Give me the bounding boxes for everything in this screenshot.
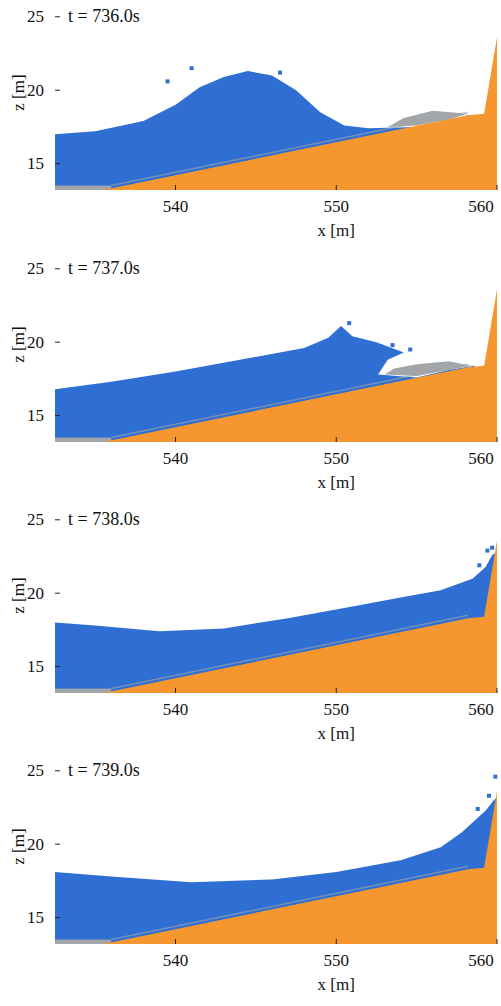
tick-label: 560 [468,450,494,467]
tick-mark [55,415,60,416]
spray-droplet [408,348,412,352]
tick-label: 550 [324,952,350,969]
tick-label: 20 [27,836,44,853]
spray-droplet [493,775,497,779]
tick-label: 550 [324,450,350,467]
tick-mark [55,593,60,594]
tick-label: 20 [27,585,44,602]
tick-mark [175,939,176,944]
tick-label: 25 [27,762,44,779]
snapshot-panel [55,520,497,693]
snapshot-panel [55,771,497,944]
axis-title: z [m] [10,577,27,613]
tick-mark [55,519,60,520]
spray-droplet [190,66,194,70]
axis-title: x [m] [318,222,355,239]
tick-mark [55,16,60,17]
tick-mark [336,939,337,944]
tick-mark [55,342,60,343]
air-layer [55,186,111,190]
interface-layer [111,615,468,688]
tick-mark [55,268,60,269]
tick-mark [55,666,60,667]
tick-label: 20 [27,334,44,351]
tick-mark [55,844,60,845]
tick-mark [175,185,176,190]
spray-droplet [487,794,491,798]
tick-mark [55,917,60,918]
tick-label: 540 [163,450,189,467]
time-label: t = 736.0s [68,7,140,25]
time-label: t = 737.0s [68,259,140,277]
axis-title: z [m] [10,326,27,362]
interface-layer [111,364,468,437]
tick-label: 15 [27,155,44,172]
tick-mark [175,437,176,442]
seabed-slope [103,37,497,190]
axis-title: x [m] [318,474,355,491]
tick-mark [336,185,337,190]
tick-mark [497,688,498,693]
spray-droplet [490,546,494,550]
time-label: t = 738.0s [68,510,140,528]
air-layer [55,940,111,944]
tick-mark [175,688,176,693]
air-layer [55,689,111,693]
axis-title: x [m] [318,976,355,993]
seabed-slope [103,540,497,693]
interface-layer [111,866,468,939]
tick-mark [497,437,498,442]
axis-title: z [m] [10,74,27,110]
tick-mark [336,437,337,442]
tick-mark [336,688,337,693]
tick-mark [55,90,60,91]
time-label: t = 739.0s [68,761,140,779]
tick-label: 25 [27,8,44,25]
axis-title: z [m] [10,828,27,864]
tick-label: 25 [27,260,44,277]
tick-label: 540 [163,198,189,215]
spray-droplet [391,343,395,347]
tick-label: 15 [27,407,44,424]
spray-droplet [476,807,480,811]
spray-droplet [485,549,489,553]
snapshot-panel [55,269,497,442]
tick-label: 25 [27,511,44,528]
interface-layer [111,112,468,185]
tick-mark [55,163,60,164]
tick-mark [497,185,498,190]
tick-mark [55,770,60,771]
spray-droplet [166,79,170,83]
tick-label: 20 [27,82,44,99]
snapshot-panel [55,17,497,190]
air-layer [55,438,111,442]
spray-droplet [278,71,282,75]
tick-label: 560 [468,952,494,969]
tick-label: 540 [163,701,189,718]
tick-label: 550 [324,198,350,215]
tick-label: 15 [27,658,44,675]
tick-label: 540 [163,952,189,969]
tick-mark [497,939,498,944]
spray-droplet [477,563,481,567]
tick-label: 560 [468,701,494,718]
seabed-slope [103,791,497,944]
seabed-slope [103,289,497,442]
tick-label: 550 [324,701,350,718]
spray-droplet [347,321,351,325]
tick-label: 560 [468,198,494,215]
tick-label: 15 [27,909,44,926]
axis-title: x [m] [318,725,355,742]
